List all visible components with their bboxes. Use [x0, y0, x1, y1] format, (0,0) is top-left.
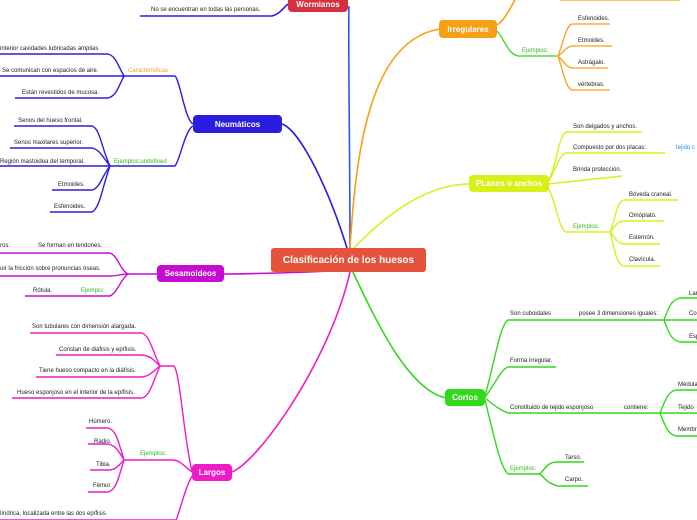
cortos-contiene-child: Tejido [678, 405, 694, 411]
neumaticos-example: Senos del hueso frontal. [18, 118, 83, 124]
cortos-example: Tarso. [565, 455, 582, 461]
wormianos-node[interactable]: Wormianos [288, 0, 348, 12]
planos-item: Compuesto por dos placas: [573, 145, 647, 151]
planos-ejemplos-label: Ejemplos: [573, 224, 600, 230]
connector-cortos [351, 269, 447, 399]
neumaticos-caracteristicas-label: Características [128, 68, 169, 74]
sesamoideos-example: Rótula. [33, 288, 53, 294]
planos-example: Bóveda craneal. [629, 192, 673, 198]
neumaticos-example: Región mastoidea del temporal. [0, 159, 85, 165]
irregulares-node[interactable]: Irregulares [439, 20, 497, 38]
cortos-dim-child: Lar [689, 291, 697, 297]
planos-item: Brinda protección. [573, 167, 622, 173]
connector-planos [351, 183, 471, 251]
connector-neumaticos [281, 123, 351, 259]
planos-node[interactable]: PLanos o anchos [469, 175, 549, 192]
connector-wormianos [347, 5, 351, 259]
largos-node[interactable]: Largos [192, 464, 232, 481]
planos-placas-child: tejido c [676, 145, 696, 151]
cortos-item: posee 3 dimensiones iguales: [579, 311, 659, 317]
irregulares-ejemplos-label: Ejemplos: [522, 48, 549, 54]
sesamoideos-ejemplo-label: Ejemplo: [81, 288, 105, 294]
cortos-dim-child: Esp [689, 334, 697, 340]
cortos-dim-child: Co [689, 311, 697, 317]
cortos-contiene-child: Membr [678, 427, 697, 433]
largos-example: Radio. [94, 439, 112, 445]
wormianos-desc: No se encuentran en todas las personas. [151, 7, 261, 13]
largos-item: Constan de diáfisis y epífisis. [59, 347, 137, 353]
irregulares-example: Etmoides. [578, 38, 605, 44]
cortos-item: Constituido de tejido esponjoso [510, 405, 594, 411]
irregulares-example: Astrágalo. [578, 60, 606, 66]
largos-item: Son tubulares con dimensión alargada. [32, 324, 137, 330]
largos-item: Tiene hueso compacto en la diáfisis. [39, 368, 136, 374]
neumaticos-caracteristica: interior cavidades lubricadas amplias [0, 46, 99, 52]
largos-example: Húmero. [89, 419, 113, 425]
planos-example: Clavícula. [629, 257, 656, 263]
cortos-example: Carpo. [565, 477, 584, 483]
central-topic[interactable]: Clasificación de los huesos [271, 248, 426, 272]
connector-largos [231, 271, 351, 473]
neumaticos-caracteristica: Se comunican con espacios de aire. [2, 68, 99, 74]
planos-example: Esternón. [629, 235, 655, 241]
sesamoideos-item: uir la fricción sobre pronuncias óseas. [0, 266, 101, 272]
largos-ejemplos-label: Ejemplos: [140, 451, 167, 457]
cortos-item: Forma irregular. [510, 358, 553, 364]
neumaticos-example: Etmoides. [58, 182, 85, 188]
neumaticos-example: Esfenoides. [54, 204, 86, 210]
largos-bottom-item: líndrica, localizada entre las dos epífi… [0, 511, 108, 517]
neumaticos-example: Senos maxilares superior. [14, 140, 84, 146]
largos-example: Tibia. [96, 462, 111, 468]
largos-item: Hueso esponjoso en el interior de la epí… [17, 390, 135, 396]
irregulares-example: Esfenoides. [578, 16, 610, 22]
sesamoideos-item: Se forman en tendones. [38, 243, 103, 249]
sesamoideos-node[interactable]: Sesamoideos [157, 265, 224, 282]
sesamoideos-left-fragment: ros. [0, 243, 11, 249]
cortos-item: Son cuboidales [510, 311, 552, 317]
planos-item: Son delgados y anchos. [573, 124, 638, 130]
largos-example: Fémur. [93, 483, 112, 489]
neumaticos-ejemplos-label: Ejemplos:undefined [114, 159, 167, 165]
cortos-ejemplos-label: Ejemplos: [510, 466, 537, 472]
connector-irregulares [349, 28, 441, 249]
cortos-node[interactable]: Cortos [445, 389, 485, 406]
irregulares-example: vértebras. [578, 82, 605, 88]
cortos-contiene-child: Médula [678, 382, 697, 388]
planos-example: Omóplato. [629, 213, 657, 219]
neumaticos-caracteristica: Están revestidos de mucosa. [22, 90, 100, 96]
cortos-item: contiene: [624, 405, 649, 411]
neumaticos-node[interactable]: Neumáticos [193, 115, 282, 133]
